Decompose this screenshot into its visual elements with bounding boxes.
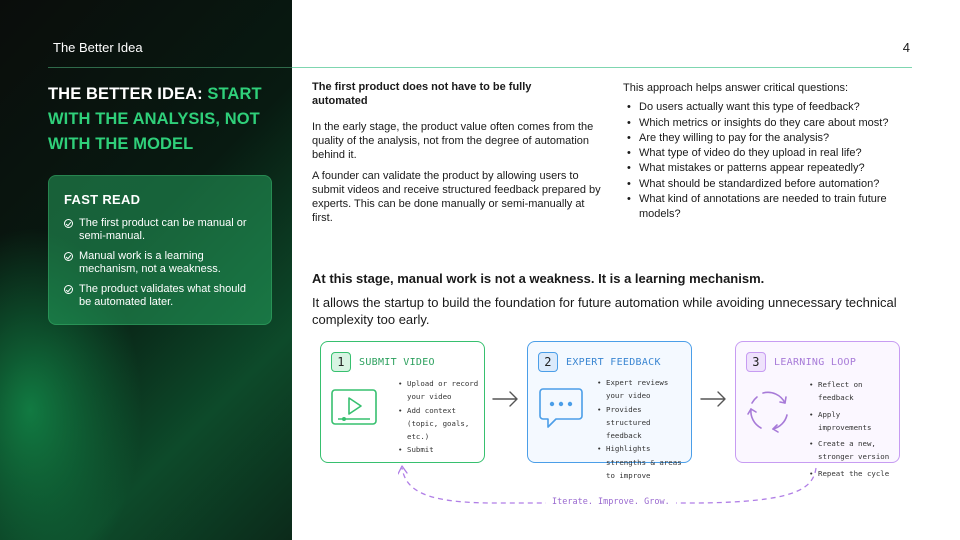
step-bullet: Add context (topic, goals, etc.) [398,404,482,444]
fast-read-item-text: The first product can be manual or semi-… [79,217,247,242]
arrow-right-icon [492,391,518,407]
video-play-icon [331,389,377,425]
step-number: 2 [538,352,558,372]
step-bullet: Upload or record your video [398,377,482,404]
question-item: What mistakes or patterns appear repeate… [623,161,923,177]
header-title: The Better Idea [53,40,143,55]
step-number: 3 [746,352,766,372]
question-item: Do users actually want this type of feed… [623,100,923,116]
step-header: 1 SUBMIT VIDEO [331,352,474,372]
feedback-loop-arrow [398,465,817,504]
title-prefix: THE BETTER IDEA: [48,85,203,103]
step-learning-loop: 3 LEARNING LOOP Reflect on feedback Appl… [735,341,900,480]
question-item: What should be standardized before autom… [623,177,923,193]
step-expert-feedback: 2 EXPERT FEEDBACK Expert reviews your vi… [527,341,692,480]
header-divider [292,67,912,68]
step-bullet: Reflect on feedback [809,378,897,405]
fast-read-item: The product validates what should be aut… [64,283,257,309]
highlight-statement: At this stage, manual work is not a weak… [312,271,765,286]
step-number: 1 [331,352,351,372]
fast-read-card: FAST READ The first product can be manua… [48,175,272,325]
step-title: SUBMIT VIDEO [359,356,435,368]
header-divider-left [48,67,292,68]
fast-read-item: The first product can be manual or semi-… [64,217,257,243]
step-submit-video: 1 SUBMIT VIDEO Upload or record your vid… [320,341,485,463]
question-item: Are they willing to pay for the analysis… [623,131,923,147]
step-bullet: Apply improvements [809,408,897,435]
step-bullet: Highlights strengths & areas to improve [597,442,687,482]
fast-read-heading: FAST READ [64,192,141,207]
arrow-right-icon [700,391,726,407]
fast-read-item-text: Manual work is a learning mechanism, not… [79,250,221,275]
questions-list: Do users actually want this type of feed… [623,100,923,222]
step-bullet: Expert reviews your video [597,376,687,403]
loop-label: Iterate. Improve. Grow. [546,497,676,507]
page-number: 4 [902,40,910,55]
fast-read-item-text: The product validates what should be aut… [79,283,246,308]
step-header: 3 LEARNING LOOP [746,352,889,372]
column-subheading: The first product does not have to be fu… [312,81,532,107]
body-text: It allows the startup to build the found… [312,295,897,327]
step-bullet: Repeat the cycle [809,467,897,481]
paragraph: A founder can validate the product by al… [312,170,601,224]
step-title: EXPERT FEEDBACK [566,356,661,368]
paragraph: In the early stage, the product value of… [312,121,594,161]
step-bullet: Provides structured feedback [597,403,687,443]
column-questions: This approach helps answer critical ques… [623,81,923,223]
check-circle-icon [64,285,73,294]
step-bullet: Submit [398,443,482,457]
chat-bubble-icon [539,388,583,428]
question-item: What type of video do they upload in rea… [623,146,923,162]
step-header: 2 EXPERT FEEDBACK [538,352,681,372]
step-title: LEARNING LOOP [774,356,857,368]
column-automation: The first product does not have to be fu… [312,80,602,232]
check-circle-icon [64,252,73,261]
step-bullets: Reflect on feedback Apply improvements C… [809,378,897,480]
page-title: THE BETTER IDEA: START WITH THE ANALYSIS… [48,82,280,157]
step-bullet: Create a new, stronger version [809,437,897,464]
question-item: Which metrics or insights do they care a… [623,116,923,132]
step-bullets: Upload or record your video Add context … [398,377,482,457]
title-accent: START WITH THE ANALYSIS, NOT WITH THE MO… [48,85,262,153]
cycle-arrows-icon [747,391,788,433]
question-item: What kind of annotations are needed to t… [623,192,923,223]
fast-read-item: Manual work is a learning mechanism, not… [64,250,257,276]
check-circle-icon [64,219,73,228]
questions-intro: This approach helps answer critical ques… [623,82,849,94]
step-bullets: Expert reviews your video Provides struc… [597,376,687,482]
